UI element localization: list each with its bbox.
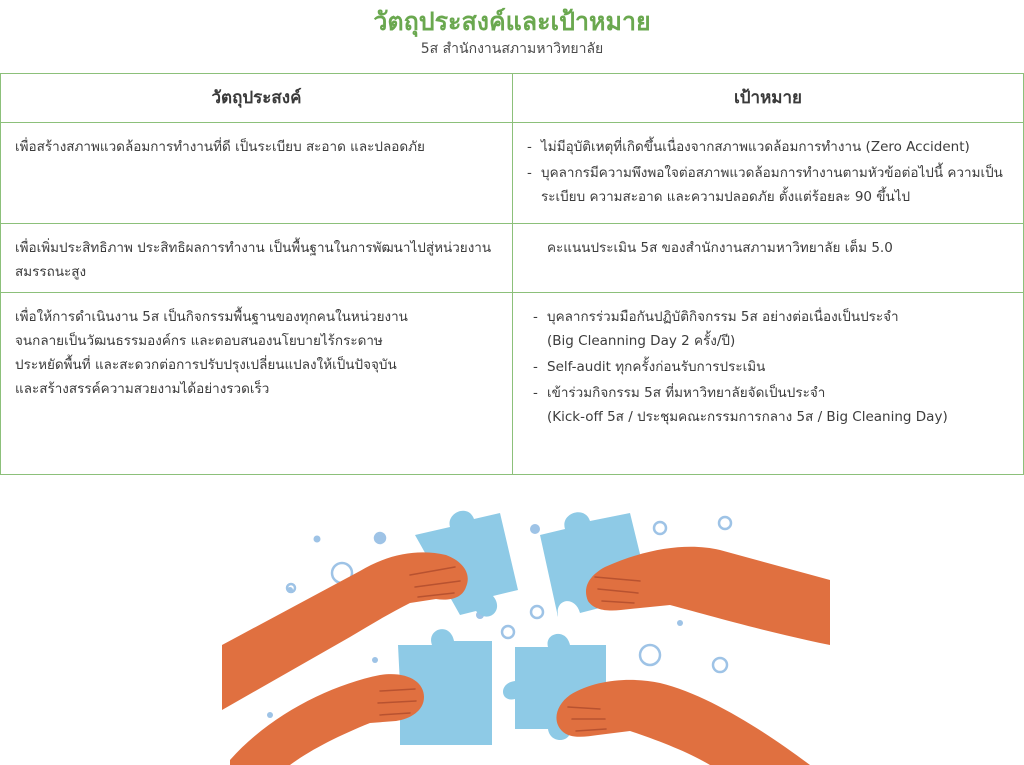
page-title: วัตถุประสงค์และเป้าหมาย bbox=[373, 7, 651, 36]
goal-text: คะแนนประเมิน 5ส ของสำนักงานสภามหาวิทยาลั… bbox=[547, 240, 893, 256]
objectives-table: วัตถุประสงค์ เป้าหมาย เพื่อสร้างสภาพแวดล… bbox=[0, 73, 1024, 475]
goal-item-text: เข้าร่วมกิจกรรม 5ส ที่มหาวิทยาลัยจัดเป็น… bbox=[547, 385, 826, 401]
header-goal: เป้าหมาย bbox=[512, 73, 1024, 123]
objective-line: จนกลายเป็นวัฒนธรรมองค์กร และตอบสนองนโยบา… bbox=[15, 333, 383, 349]
goal-cell: ไม่มีอุบัติเหตุที่เกิดขึ้นเนื่องจากสภาพแ… bbox=[512, 122, 1024, 224]
objective-line: ประหยัดพื้นที่ และสะดวกต่อการปรับปรุงเปล… bbox=[15, 357, 397, 373]
goal-item-text: บุคลากรร่วมมือกันปฏิบัติกิจกรรม 5ส อย่าง… bbox=[547, 309, 899, 325]
header-objective: วัตถุประสงค์ bbox=[0, 73, 513, 123]
goal-item-sub: (Kick-off 5ส / ประชุมคณะกรรมการกลาง 5ส /… bbox=[547, 409, 948, 425]
objective-line: และสร้างสรรค์ความสวยงามได้อย่างรวดเร็ว bbox=[15, 381, 270, 397]
goal-item-sub: (Big Cleanning Day 2 ครั้ง/ปี) bbox=[547, 333, 736, 349]
page-subtitle: 5ส สำนักงานสภามหาวิทยาลัย bbox=[420, 41, 604, 57]
goal-item: บุคลากรมีความพึงพอใจต่อสภาพแวดล้อมการทำง… bbox=[527, 161, 1009, 209]
hands-puzzle-illustration bbox=[222, 510, 830, 765]
goal-item-text: Self-audit ทุกครั้งก่อนรับการประเมิน bbox=[547, 359, 766, 375]
objective-cell: เพื่อสร้างสภาพแวดล้อมการทำงานที่ดี เป็นร… bbox=[0, 122, 513, 224]
table-row: เพื่อเพิ่มประสิทธิภาพ ประสิทธิผลการทำงาน… bbox=[0, 223, 1024, 293]
goal-cell: คะแนนประเมิน 5ส ของสำนักงานสภามหาวิทยาลั… bbox=[512, 223, 1024, 293]
goal-item: Self-audit ทุกครั้งก่อนรับการประเมิน bbox=[533, 355, 1009, 379]
table-row: เพื่อให้การดำเนินงาน 5ส เป็นกิจกรรมพื้นฐ… bbox=[0, 292, 1024, 475]
goal-item: บุคลากรร่วมมือกันปฏิบัติกิจกรรม 5ส อย่าง… bbox=[533, 305, 1009, 353]
objective-line: เพื่อให้การดำเนินงาน 5ส เป็นกิจกรรมพื้นฐ… bbox=[15, 309, 408, 325]
hands bbox=[222, 546, 830, 765]
finger-lines bbox=[377, 566, 641, 732]
decoration-rings bbox=[285, 515, 733, 674]
table-row: เพื่อสร้างสภาพแวดล้อมการทำงานที่ดี เป็นร… bbox=[0, 122, 1024, 224]
goal-item: เข้าร่วมกิจกรรม 5ส ที่มหาวิทยาลัยจัดเป็น… bbox=[533, 381, 1009, 429]
goal-cell: บุคลากรร่วมมือกันปฏิบัติกิจกรรม 5ส อย่าง… bbox=[512, 292, 1024, 475]
objective-cell: เพื่อให้การดำเนินงาน 5ส เป็นกิจกรรมพื้นฐ… bbox=[0, 292, 513, 475]
goal-item: ไม่มีอุบัติเหตุที่เกิดขึ้นเนื่องจากสภาพแ… bbox=[527, 135, 1009, 159]
objective-cell: เพื่อเพิ่มประสิทธิภาพ ประสิทธิผลการทำงาน… bbox=[0, 223, 513, 293]
